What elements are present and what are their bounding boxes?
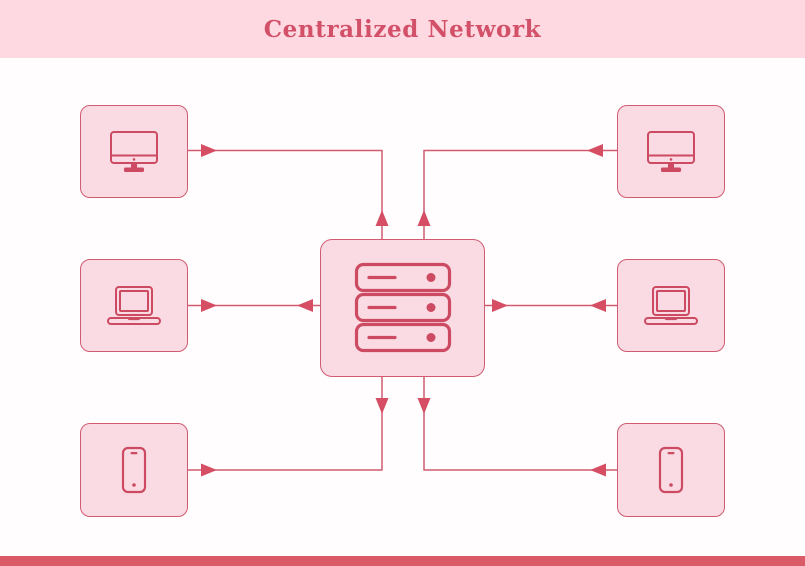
arrowhead-left-icon [590, 299, 606, 312]
header: Centralized Network [0, 0, 805, 58]
arrowhead-up-icon [417, 210, 431, 226]
arrowhead-up-icon [375, 210, 389, 226]
arrowhead-right-icon [492, 299, 508, 312]
laptop-icon [641, 284, 701, 328]
node-laptop-middle-right [617, 259, 725, 352]
edge-top-right [423, 149, 617, 239]
server-icon [353, 261, 453, 355]
laptop-icon [104, 284, 164, 328]
phone-icon [656, 445, 686, 495]
arrowhead-right-icon [201, 299, 217, 312]
node-server [320, 239, 485, 377]
phone-icon [119, 445, 149, 495]
footer-bar [0, 556, 805, 566]
desktop-icon [642, 129, 700, 175]
edge-bottom-left [188, 377, 383, 471]
node-desktop-top-right [617, 105, 725, 198]
arrowhead-right-icon [201, 144, 217, 157]
node-laptop-middle-left [80, 259, 188, 352]
arrowhead-left-icon [297, 299, 313, 312]
node-phone-bottom-left [80, 423, 188, 517]
arrowhead-down-icon [417, 398, 431, 414]
edge-bottom-right [423, 377, 617, 471]
node-phone-bottom-right [617, 423, 725, 517]
edge-top-left [188, 149, 383, 239]
arrowhead-right-icon [201, 463, 217, 477]
desktop-icon [105, 129, 163, 175]
arrowhead-left-icon [590, 463, 606, 477]
node-desktop-top-left [80, 105, 188, 198]
arrowhead-down-icon [375, 398, 389, 414]
arrowhead-left-icon [587, 144, 603, 157]
page-title: Centralized Network [263, 15, 542, 43]
